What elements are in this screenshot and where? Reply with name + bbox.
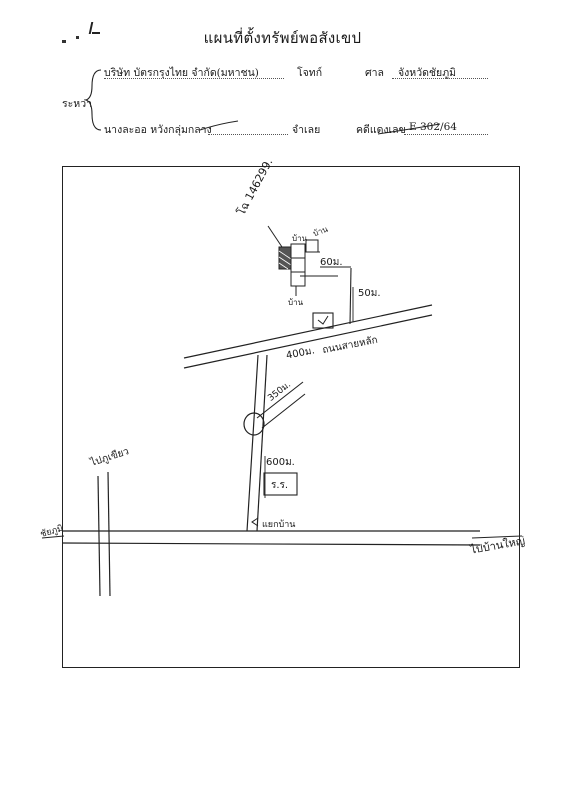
case-dots (404, 134, 488, 135)
left-road (97, 471, 111, 597)
house-label: บ้าน (288, 298, 304, 307)
distance-60: 60ม. (320, 257, 343, 268)
court-dots (392, 78, 488, 79)
plaintiff-name: บริษัท บัตรกรุงไทย จำกัด(มหาชน) (104, 67, 259, 79)
marker-box (312, 312, 334, 329)
plaintiff-role: โจทก์ (297, 67, 323, 79)
scan-mark (92, 32, 100, 34)
court-name: จังหวัดชัยภูมิ (398, 67, 457, 79)
page-title: แผนที่ตั้งทรัพย์พอสังเขป (203, 29, 362, 47)
defendant-name: นางละออ หวังกลุ่มกลาง (104, 124, 212, 136)
defendant-dots (208, 134, 288, 135)
map-frame (62, 166, 520, 668)
junction-circle (243, 412, 265, 436)
branch-road (256, 381, 306, 429)
between-label: ระหว่า (62, 98, 92, 110)
house-box (305, 239, 319, 253)
case-label: คดีแดงเลข (356, 124, 406, 136)
defendant-role: จำเลย (292, 124, 321, 136)
house-box (290, 257, 306, 273)
mark-icon (317, 315, 329, 325)
house-box (290, 271, 306, 287)
scan-mark (62, 40, 66, 43)
case-number: E 302/64 (409, 121, 457, 133)
pen-stroke (377, 123, 441, 135)
house-label: บ้าน (292, 234, 308, 243)
main-road (183, 304, 433, 369)
scan-mark (76, 36, 79, 39)
bottom-road (61, 530, 481, 546)
distance-50: 50ม. (358, 288, 381, 299)
access-road (349, 267, 352, 325)
plaintiff-dots (104, 78, 284, 79)
house-box (290, 243, 306, 259)
court-label: ศาล (365, 67, 384, 79)
school-box (263, 472, 298, 496)
junction-label: แยกบ้าน (262, 520, 296, 530)
school-label: ร.ร. (271, 480, 289, 491)
distance-600: 600ม. (266, 457, 295, 468)
central-road (246, 354, 268, 532)
pen-stroke (199, 120, 239, 131)
